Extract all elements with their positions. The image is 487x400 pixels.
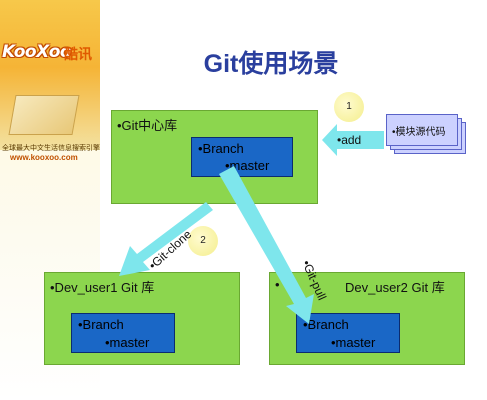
central-repo-label: •Git中心库 — [117, 118, 178, 133]
sidebar-url: www.kooxoo.com — [10, 153, 78, 162]
central-master-label: •master — [225, 158, 270, 173]
dev-user1-branch-label: •Branch — [78, 317, 124, 332]
logo-chinese-text: 酷讯 — [64, 46, 92, 62]
sidebar-tagline: 全球最大中文生活信息搜索引擎 — [2, 145, 100, 152]
source-sheet-front: •模块源代码 — [386, 114, 458, 146]
step-2-marker: 2 — [188, 226, 218, 256]
slide-title: Git使用场景 — [203, 50, 339, 78]
source-code-label: •模块源代码 — [392, 127, 446, 138]
logo-mark: KooXoo — [2, 42, 72, 62]
dev-user1-repo-label: •Dev_user1 Git 库 — [50, 280, 155, 295]
kooxoo-logo: KooXoo 酷讯 — [2, 40, 98, 68]
source-code-stack: •模块源代码 — [386, 114, 466, 154]
git-pull-arrow — [219, 166, 314, 324]
dev-user2-master-label: •master — [331, 335, 376, 350]
dev-user1-branch-box: •Branch •master — [71, 313, 175, 353]
dev-user1-repo: •Dev_user1 Git 库 •Branch •master — [44, 272, 240, 365]
add-label: •add — [337, 133, 362, 147]
central-branch-label: •Branch — [198, 141, 244, 156]
dev-user2-repo-label: Dev_user2 Git 库 — [345, 280, 445, 295]
dev-user2-repo: • Dev_user2 Git 库 •Branch •master — [269, 272, 465, 365]
add-arrow — [322, 124, 384, 156]
step-1-marker: 1 — [334, 92, 364, 122]
central-branch-box: •Branch •master — [191, 137, 293, 177]
dev-user2-bullet: • — [275, 277, 280, 292]
dev-user2-branch-label: •Branch — [303, 317, 349, 332]
central-repo: •Git中心库 •Branch •master — [111, 110, 318, 204]
dev-user1-master-label: •master — [105, 335, 150, 350]
dev-user2-branch-box: •Branch •master — [296, 313, 400, 353]
git-clone-arrow — [119, 202, 213, 276]
